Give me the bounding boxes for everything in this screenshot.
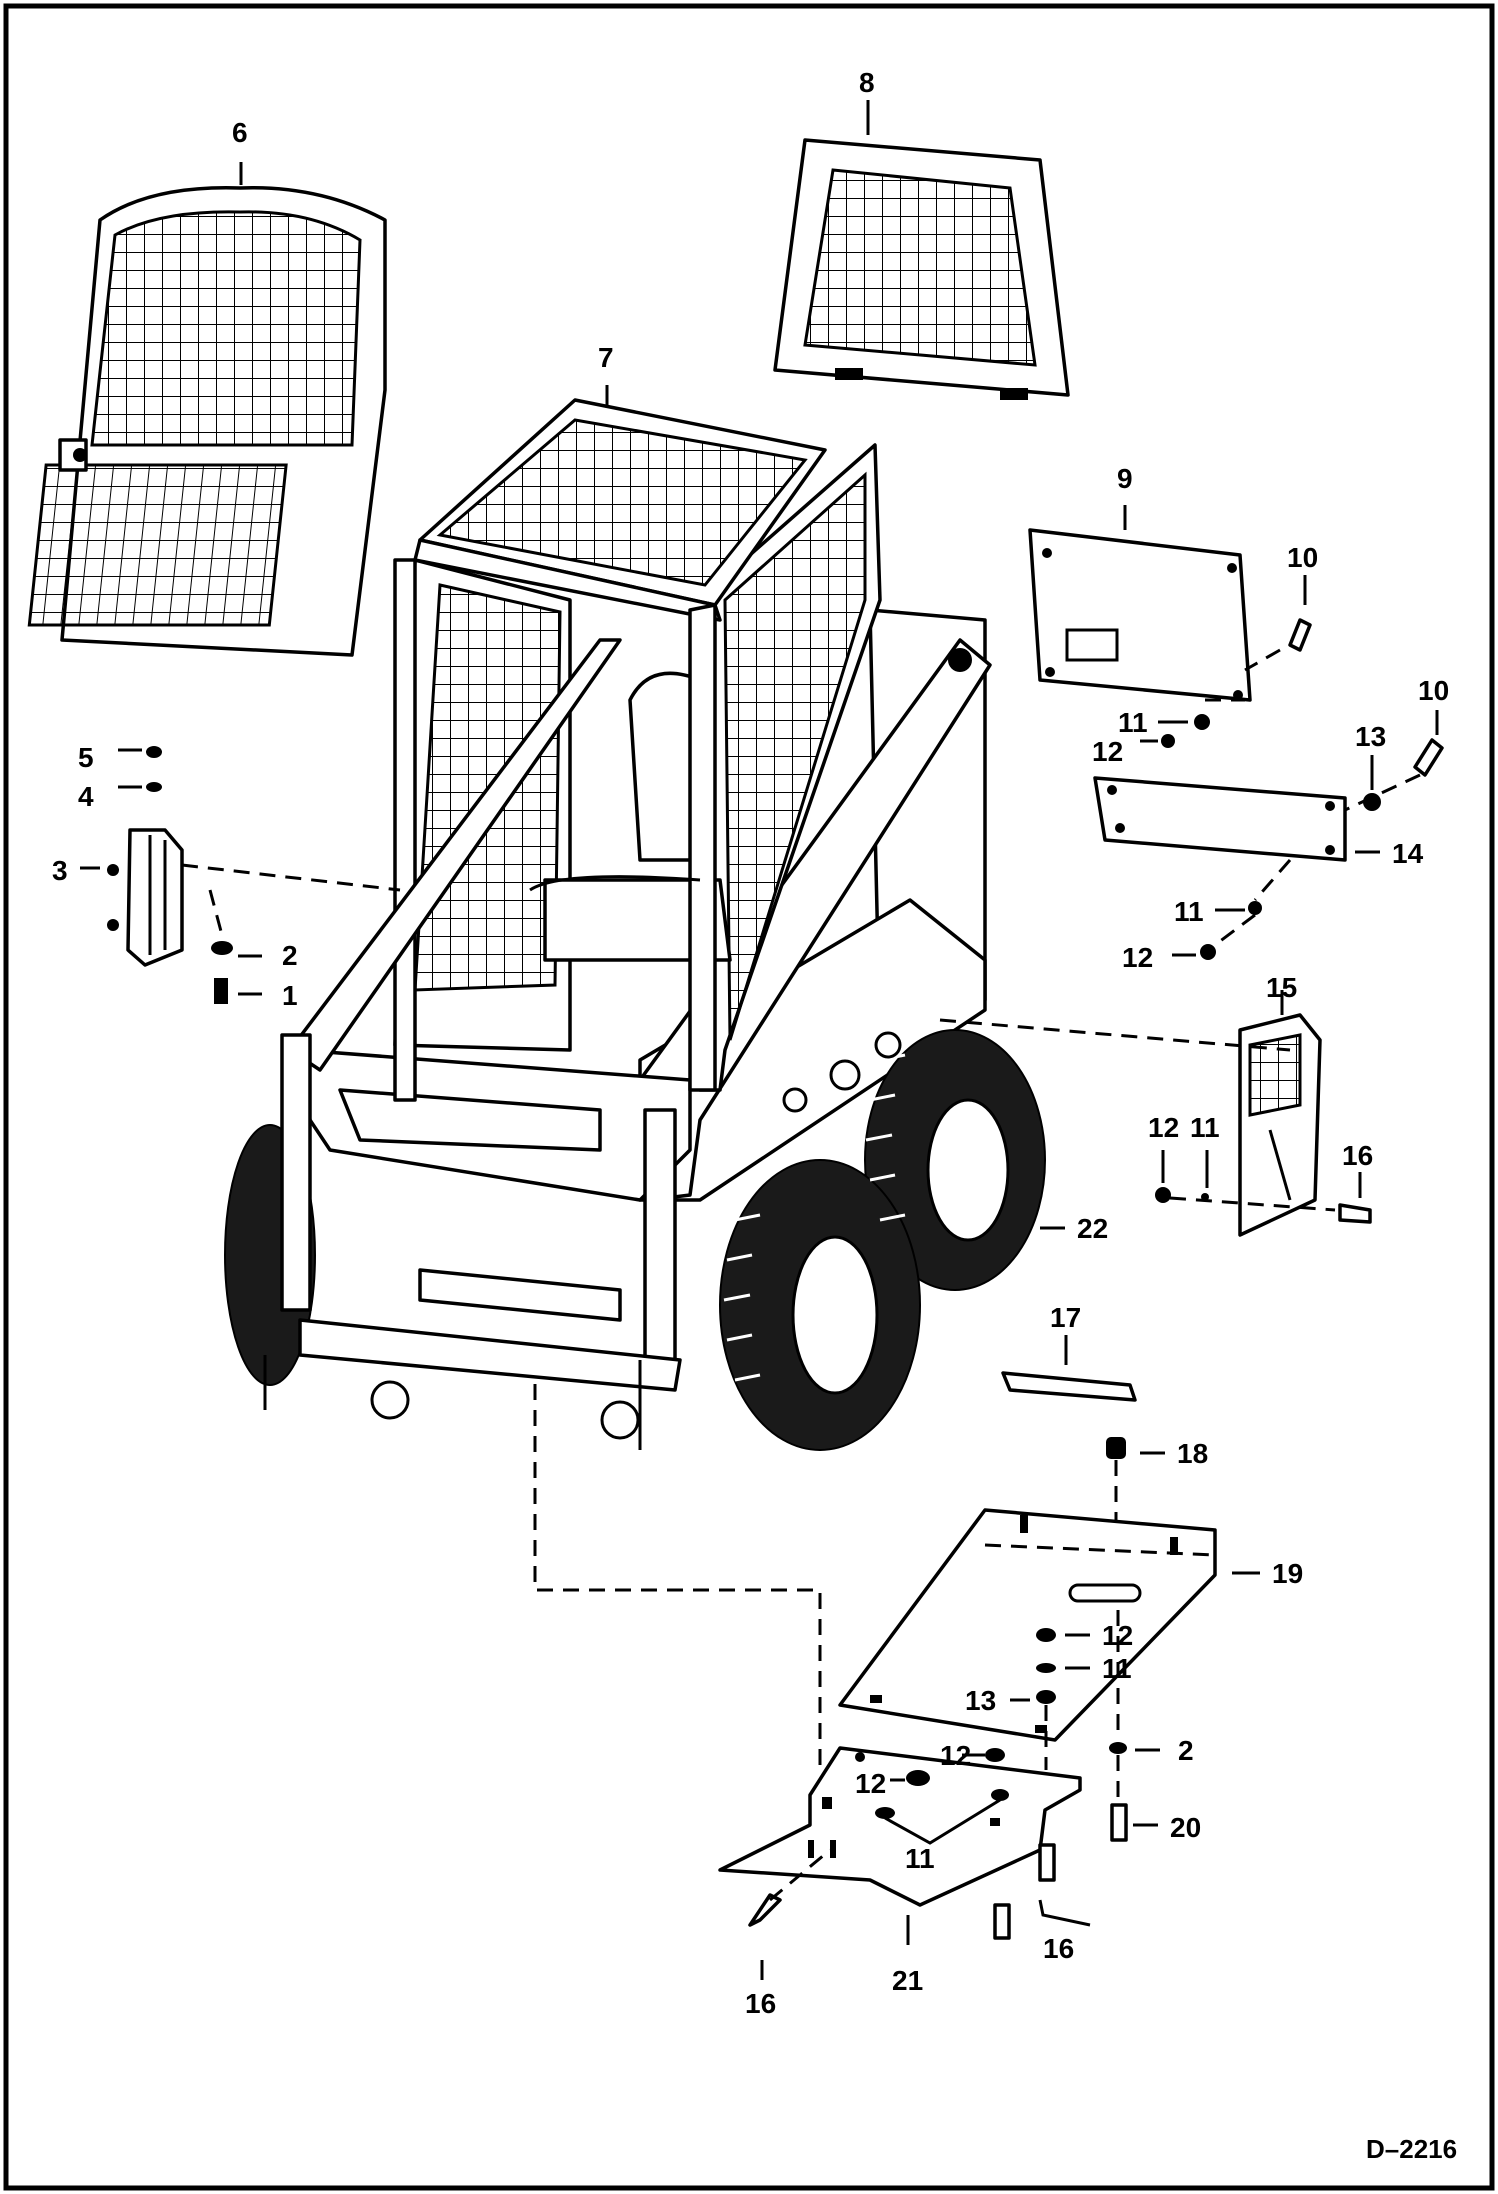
callout-11: 11 xyxy=(1102,1653,1132,1684)
callout-20: 20 xyxy=(1170,1812,1201,1843)
document-id: D–2216 xyxy=(1366,2134,1457,2164)
callout-12: 12 xyxy=(1148,1112,1179,1143)
callout-13: 13 xyxy=(965,1685,996,1716)
shim-plate-part xyxy=(1001,1371,1137,1402)
callout-22: 22 xyxy=(1077,1213,1108,1244)
callout-15: 15 xyxy=(1266,972,1297,1003)
hinge-block-part xyxy=(107,746,233,1004)
door-part xyxy=(27,186,387,657)
callout-18: 18 xyxy=(1177,1438,1208,1469)
callout-11: 11 xyxy=(1118,707,1148,738)
callout-6: 6 xyxy=(232,117,248,148)
callout-14: 14 xyxy=(1392,838,1424,869)
callout-9: 9 xyxy=(1117,463,1133,494)
callout-2: 2 xyxy=(282,940,298,971)
access-panel-part xyxy=(1028,528,1252,702)
callout-10: 10 xyxy=(1418,675,1449,706)
callout-11: 11 xyxy=(1174,896,1204,927)
callout-12: 12 xyxy=(940,1740,971,1771)
callout-labels: 1 2 3 4 5 6 7 8 9 10 10 11 12 13 14 11 1… xyxy=(52,67,1449,2019)
callout-7: 7 xyxy=(598,342,614,373)
callout-16: 16 xyxy=(1342,1140,1373,1171)
callout-16: 16 xyxy=(745,1988,776,2019)
callout-11: 11 xyxy=(905,1843,935,1874)
loader-body-part xyxy=(224,398,1046,1451)
cover-plate-part xyxy=(1093,776,1347,862)
callout-12: 12 xyxy=(1102,1620,1133,1651)
callout-19: 19 xyxy=(1272,1558,1303,1589)
callout-11: 11 xyxy=(1190,1112,1220,1143)
callout-1: 1 xyxy=(282,980,298,1011)
callout-17: 17 xyxy=(1050,1302,1081,1333)
callout-16: 16 xyxy=(1043,1933,1074,1964)
callout-12: 12 xyxy=(1092,736,1123,767)
callout-12: 12 xyxy=(1122,942,1153,973)
spacer-part xyxy=(1106,1437,1126,1459)
callout-10: 10 xyxy=(1287,542,1318,573)
callout-12: 12 xyxy=(855,1768,886,1799)
guard-part xyxy=(838,1508,1217,1742)
callout-21: 21 xyxy=(892,1965,923,1996)
page-border xyxy=(3,3,1495,2191)
callout-13: 13 xyxy=(1355,721,1386,752)
bracket-part xyxy=(1238,1013,1322,1237)
callout-5: 5 xyxy=(78,742,94,773)
callout-8: 8 xyxy=(859,67,875,98)
callout-4: 4 xyxy=(78,781,94,812)
callout-3: 3 xyxy=(52,855,68,886)
rear-window-part xyxy=(773,138,1070,400)
callout-2: 2 xyxy=(1178,1735,1194,1766)
